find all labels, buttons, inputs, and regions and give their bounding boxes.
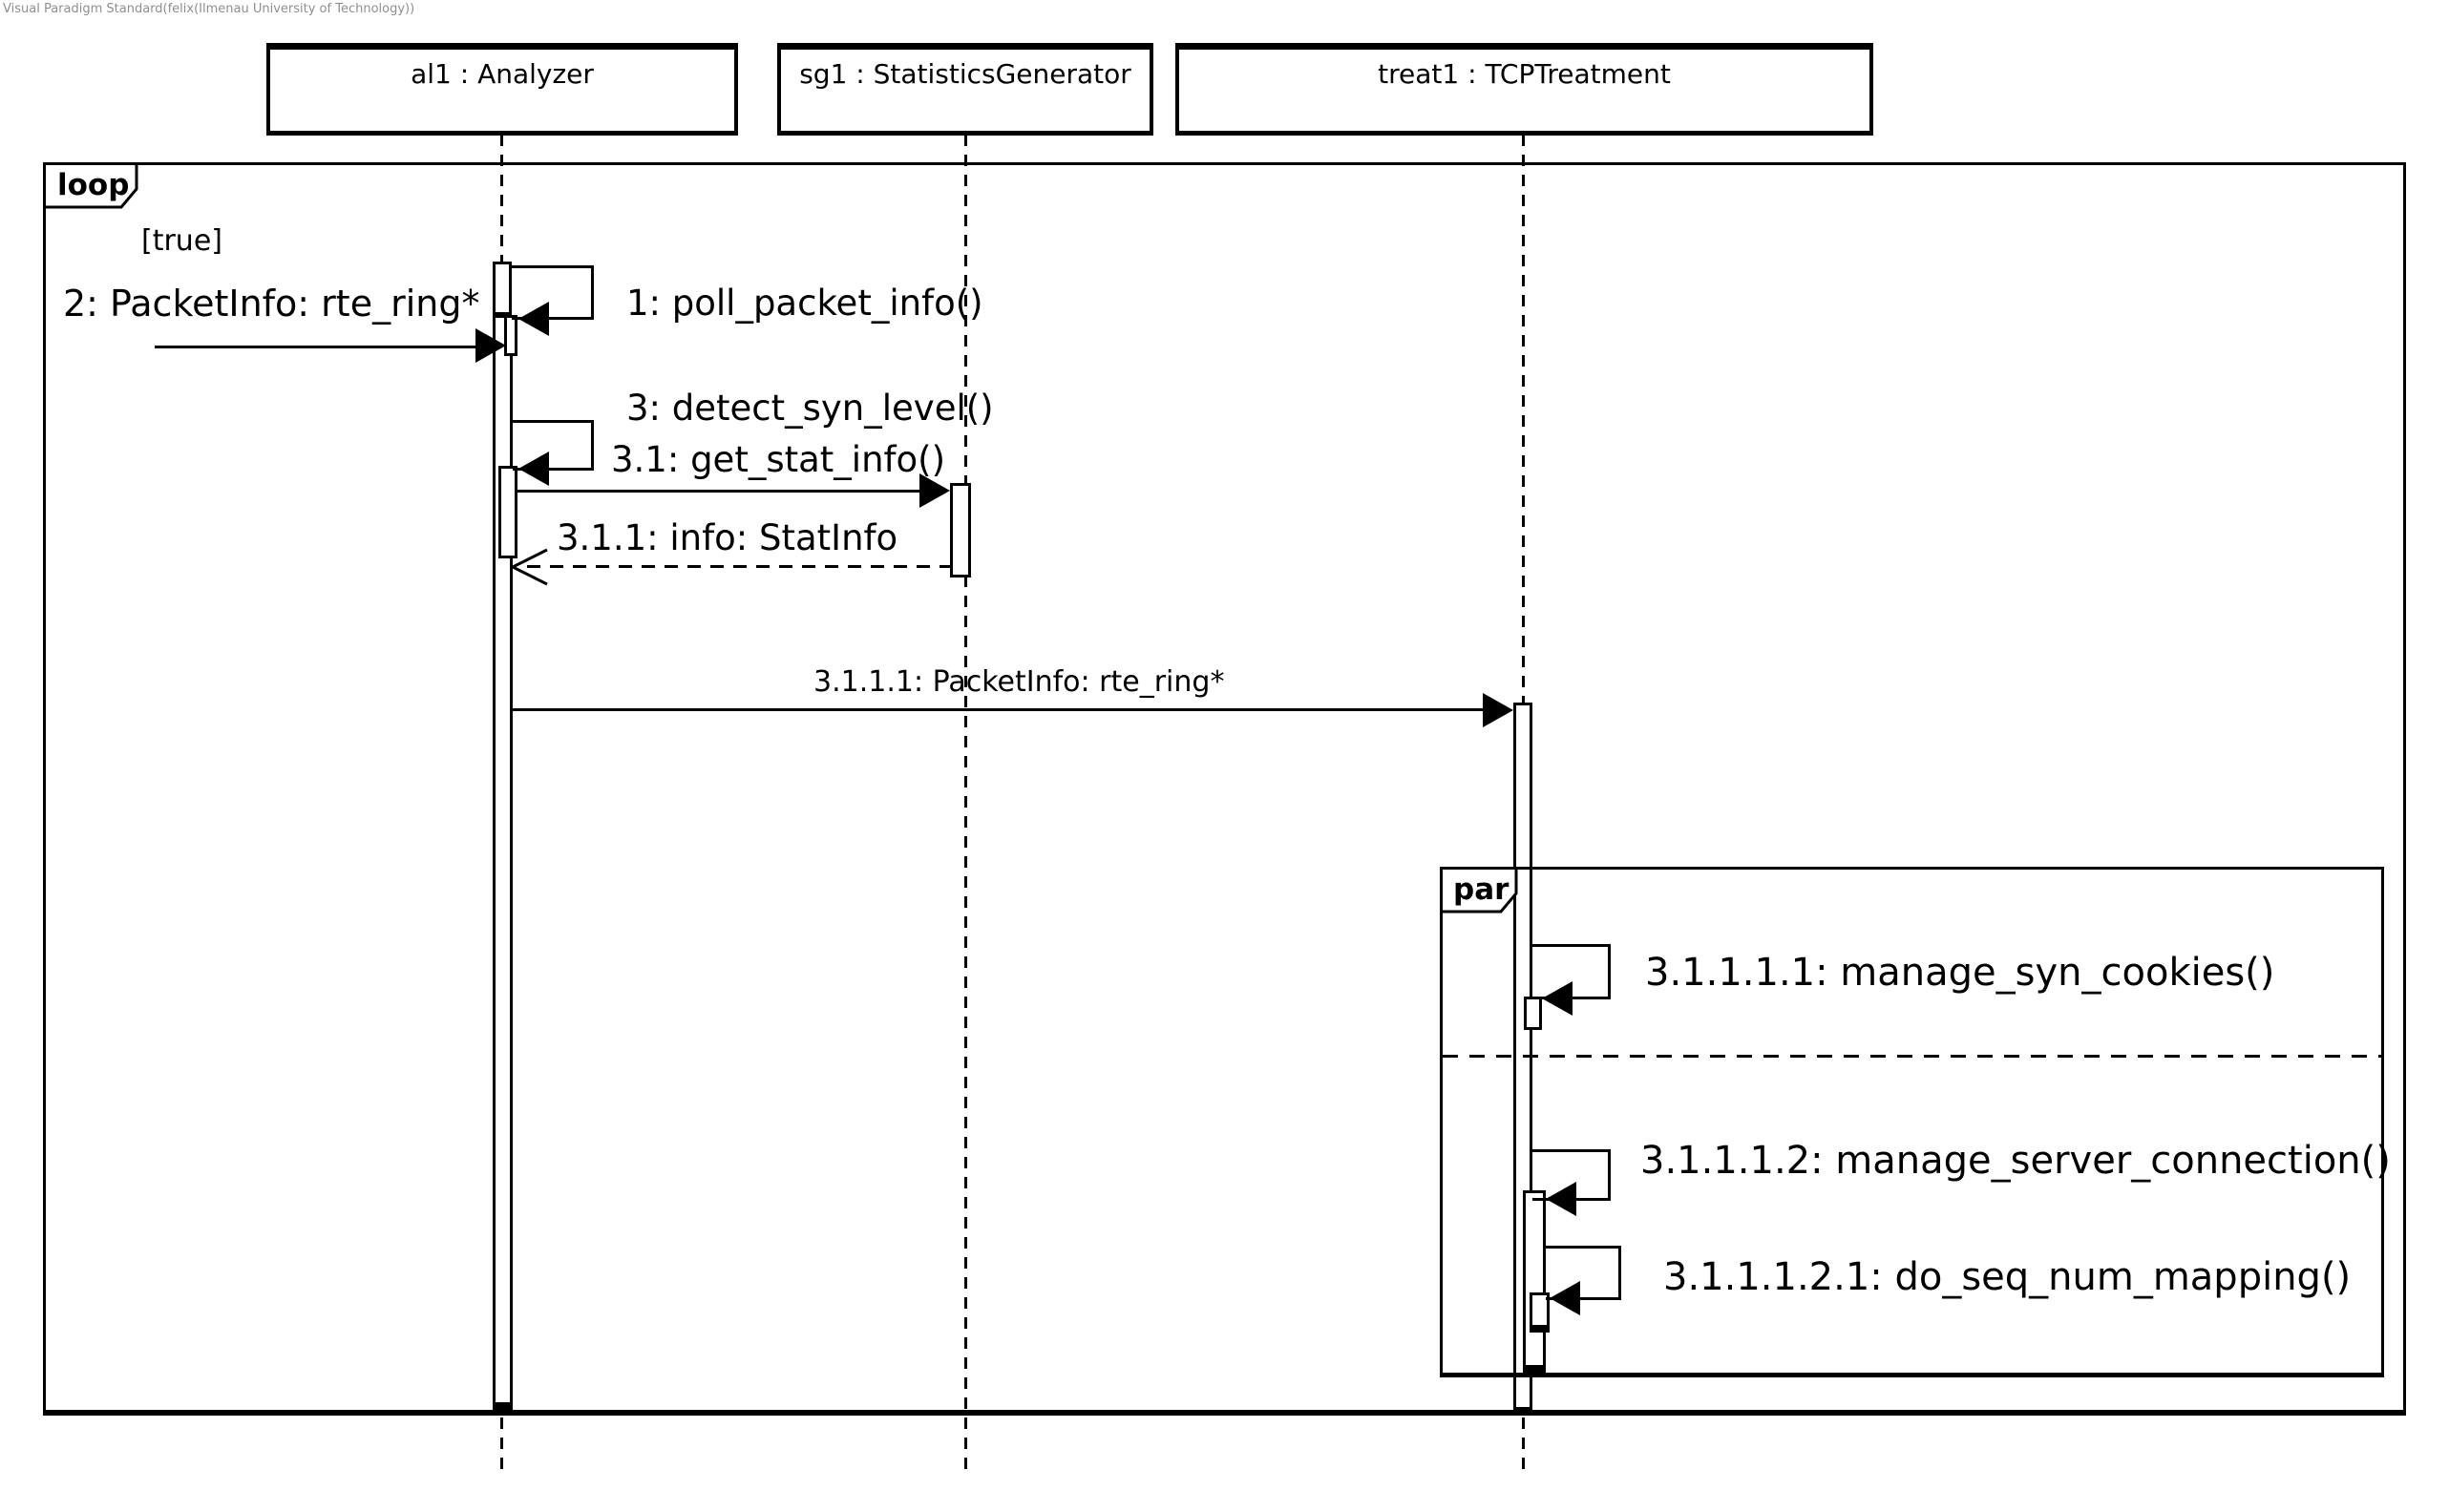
message-3-1-1-1-1-label: 3.1.1.1.1: manage_syn_cookies() [1645, 951, 2275, 995]
message-1-label: 1: poll_packet_info() [626, 283, 983, 324]
loop-guard-label: [true] [141, 224, 222, 258]
message-3-label: 3: detect_syn_level() [626, 388, 994, 429]
activation-treat1-seqnum [1530, 1292, 1550, 1333]
activation-sg1 [950, 483, 971, 578]
message-2-line [155, 346, 475, 348]
message-3-1-1-1-2-1-arrowhead [1550, 1281, 1580, 1315]
message-3-1-1-1-2-1-label: 3.1.1.1.2.1: do_seq_num_mapping() [1663, 1255, 2352, 1299]
par-operator-label: par [1453, 872, 1510, 907]
lifeline-label-treat1: treat1 : TCPTreatment [1378, 58, 1671, 90]
message-3-selfloop [513, 420, 594, 471]
message-3-arrowhead [518, 452, 549, 486]
par-separator [1443, 1055, 2381, 1058]
message-1-arrowhead [518, 302, 549, 336]
message-3-1-1-1-1-arrowhead [1542, 981, 1573, 1016]
message-2-arrowhead [475, 328, 506, 363]
message-3-1-1-1-line [513, 708, 1483, 711]
message-3-1-1-label: 3.1.1: info: StatInfo [557, 517, 898, 558]
lifeline-head-sg1: sg1 : StatisticsGenerator [777, 43, 1153, 136]
activation-al1-nested3 [498, 466, 517, 558]
message-3-1-1-1-2-1-selfloop [1546, 1246, 1621, 1300]
message-3-1-1-1-2-label: 3.1.1.1.2: manage_server_connection() [1640, 1139, 2391, 1183]
message-3-1-1-1-2-arrowhead [1546, 1182, 1576, 1216]
message-1-selfloop [512, 265, 594, 320]
message-2-label: 2: PacketInfo: rte_ring* [63, 283, 480, 325]
message-3-1-line [517, 490, 919, 493]
activation-al1-nested1 [504, 315, 517, 356]
message-3-1-1-arrowhead [509, 548, 548, 586]
loop-fragment-frame [43, 162, 2406, 1416]
message-3-1-1-1-arrowhead [1483, 693, 1513, 727]
lifeline-sg1 [964, 135, 967, 1478]
message-3-1-label: 3.1: get_stat_info() [611, 439, 946, 480]
lifeline-head-al1: al1 : Analyzer [266, 43, 738, 136]
lifeline-label-al1: al1 : Analyzer [411, 58, 594, 90]
lifeline-head-treat1: treat1 : TCPTreatment [1175, 43, 1873, 136]
activation-treat1-syncookies [1524, 997, 1542, 1030]
loop-operator-label: loop [57, 168, 130, 202]
lifeline-label-sg1: sg1 : StatisticsGenerator [799, 58, 1131, 90]
activation-al1-main [493, 315, 513, 1410]
activation-al1-msg1 [493, 262, 512, 315]
message-3-1-1-line [527, 565, 950, 568]
activation-treat1-serverconn [1523, 1190, 1546, 1373]
message-3-1-1-1-label: 3.1.1.1: PacketInfo: rte_ring* [813, 665, 1225, 699]
message-3-1-arrowhead [919, 473, 950, 508]
watermark-text: Visual Paradigm Standard(felix(Ilmenau U… [3, 2, 415, 16]
